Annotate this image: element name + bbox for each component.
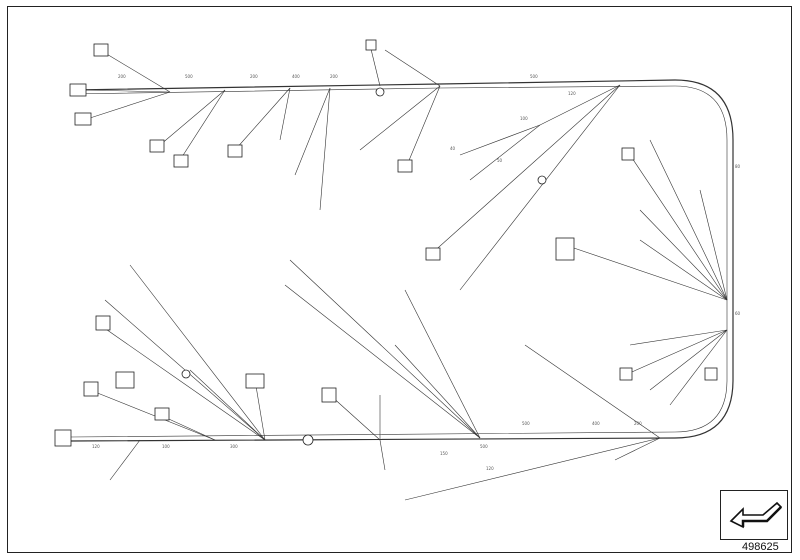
connector-icon	[619, 367, 633, 381]
dimension-label: 120	[486, 466, 494, 471]
connector-icon	[621, 147, 635, 161]
dimension-label: 100	[520, 116, 528, 121]
dimension-label: 400	[592, 421, 600, 426]
dimension-label: 200	[250, 74, 258, 79]
connector-icon	[425, 247, 441, 261]
connector-symbols	[54, 39, 718, 447]
dimension-label: 500	[185, 74, 193, 79]
connector-icon	[365, 39, 377, 51]
branch-group-lower-left	[89, 264, 266, 481]
connector-icon	[95, 315, 111, 331]
grommet-icon	[537, 175, 547, 185]
connector-icon	[93, 43, 109, 57]
dimension-label: 500	[530, 74, 538, 79]
dimension-label: 150	[440, 451, 448, 456]
dimension-label: 60	[735, 311, 741, 316]
connector-icon	[245, 373, 265, 389]
connector-icon	[154, 407, 170, 421]
dimension-label: 40	[450, 146, 456, 151]
dimension-label: 200	[634, 421, 642, 426]
connector-icon	[397, 159, 413, 173]
connector-icon	[115, 371, 135, 389]
drawing-frame	[7, 6, 792, 553]
dimension-label: 50	[497, 158, 503, 163]
main-harness-trunk	[69, 79, 734, 442]
main-harness-trunk-inner	[69, 85, 728, 438]
connector-icon	[173, 154, 189, 168]
grommet-icon	[375, 87, 385, 97]
connector-icon	[69, 83, 87, 97]
connector-icon	[149, 139, 165, 153]
dimension-label: 300	[230, 444, 238, 449]
grommet-icon	[181, 369, 191, 379]
connector-icon	[227, 144, 243, 158]
dimension-label: 400	[292, 74, 300, 79]
branch-group-upper-left	[84, 44, 441, 211]
connector-icon	[54, 429, 72, 447]
branch-group-center-right	[429, 84, 621, 291]
grommet-icon	[302, 434, 314, 446]
connector-icon	[83, 381, 99, 397]
part-number-label: 498625	[742, 541, 779, 553]
dimension-label: 500	[522, 421, 530, 426]
branch-group-center-lower	[284, 259, 661, 501]
connector-icon	[704, 367, 718, 381]
dimension-labels: 200 500 200 400 200 500 120 100 40 50 80…	[92, 74, 741, 471]
dimension-label: 200	[330, 74, 338, 79]
connector-icon	[555, 237, 575, 261]
dimension-label: 80	[735, 164, 741, 169]
dimension-label: 200	[118, 74, 126, 79]
dimension-label: 100	[162, 444, 170, 449]
dimension-label: 120	[568, 91, 576, 96]
navigation-icon-box[interactable]	[720, 490, 788, 540]
connector-icon	[321, 387, 337, 403]
dimension-label: 120	[92, 444, 100, 449]
branch-group-right	[564, 139, 728, 406]
dimension-label: 500	[480, 444, 488, 449]
connector-icon	[74, 112, 92, 126]
arrow-down-left-icon	[729, 501, 783, 529]
